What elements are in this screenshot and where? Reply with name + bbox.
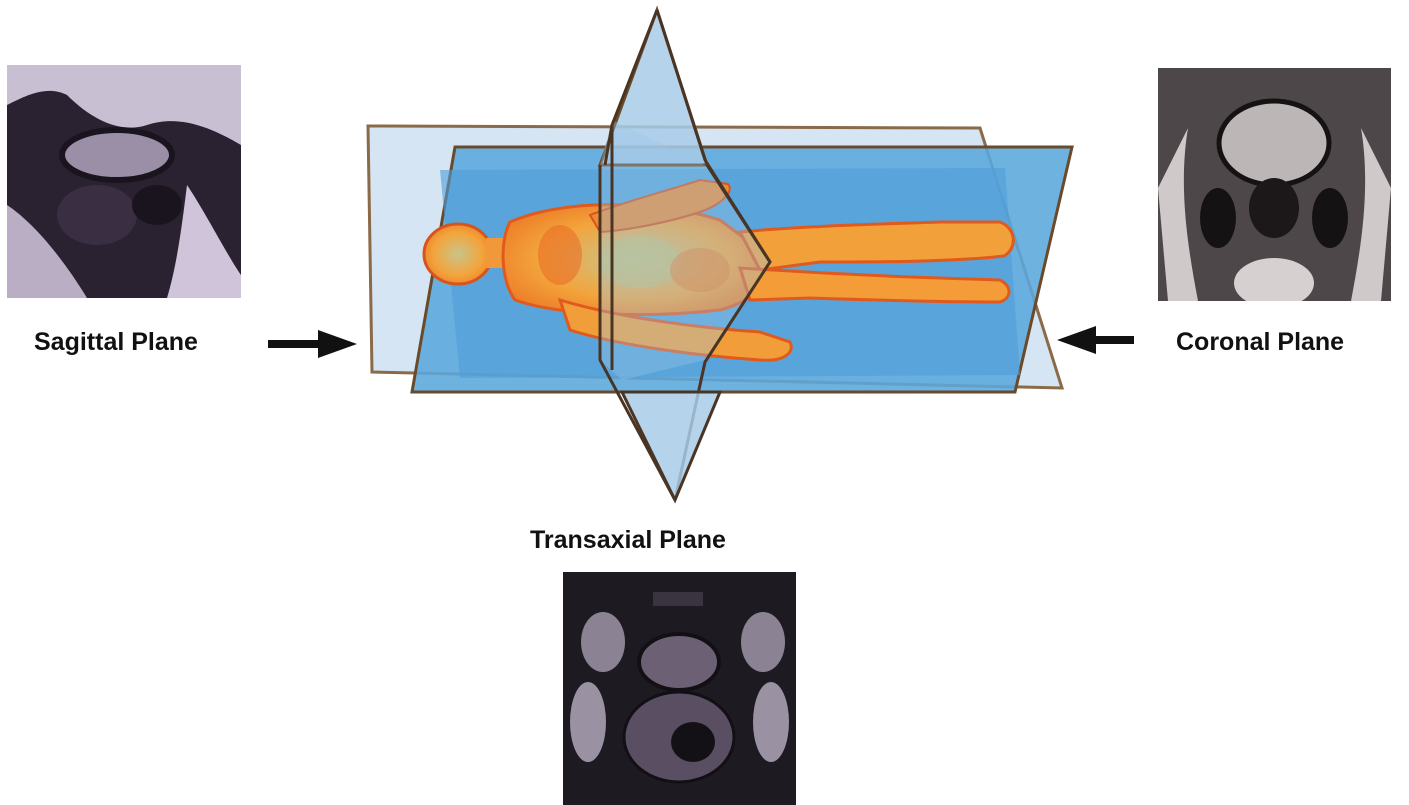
transaxial-plane-label: Transaxial Plane [530, 526, 726, 555]
arrow-right-icon [268, 330, 357, 358]
transaxial-mri-image [563, 572, 796, 805]
coronal-mri-image [1158, 68, 1391, 301]
arrow-left-icon [1057, 326, 1134, 354]
transaxial-plane-bottom [622, 392, 720, 500]
sagittal-mri-image [7, 65, 241, 298]
coronal-plane-label: Coronal Plane [1176, 328, 1344, 357]
sagittal-plane-label: Sagittal Plane [34, 328, 198, 357]
